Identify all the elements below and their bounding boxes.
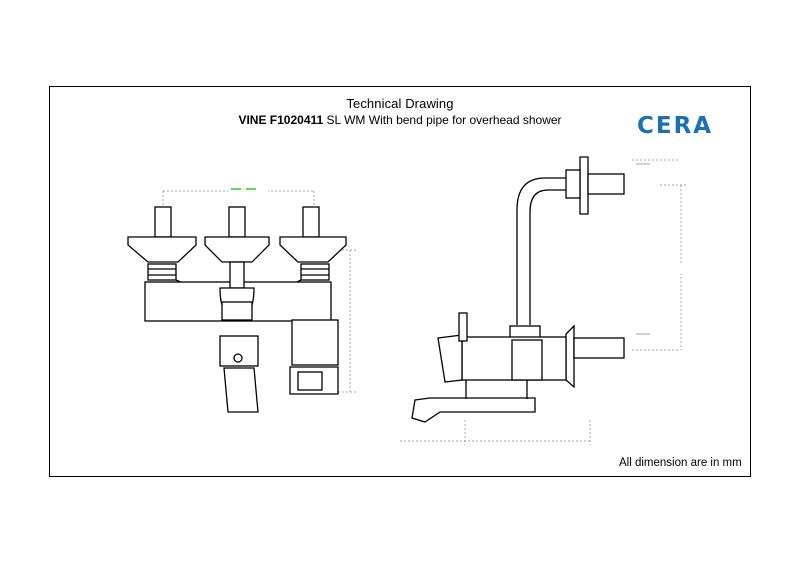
model-number: VINE F1020411 bbox=[238, 113, 324, 127]
drawing-frame bbox=[49, 86, 751, 477]
drawing-title: Technical Drawing bbox=[346, 96, 454, 111]
model-description: SL WM With bend pipe for overhead shower bbox=[326, 113, 562, 127]
dimension-note: All dimension are in mm bbox=[619, 457, 742, 469]
front-view bbox=[127, 186, 356, 413]
drawing-subtitle: VINE F1020411 SL WM With bend pipe for o… bbox=[0, 113, 800, 127]
cera-logo: CERA bbox=[637, 113, 714, 139]
side-view bbox=[400, 156, 701, 445]
